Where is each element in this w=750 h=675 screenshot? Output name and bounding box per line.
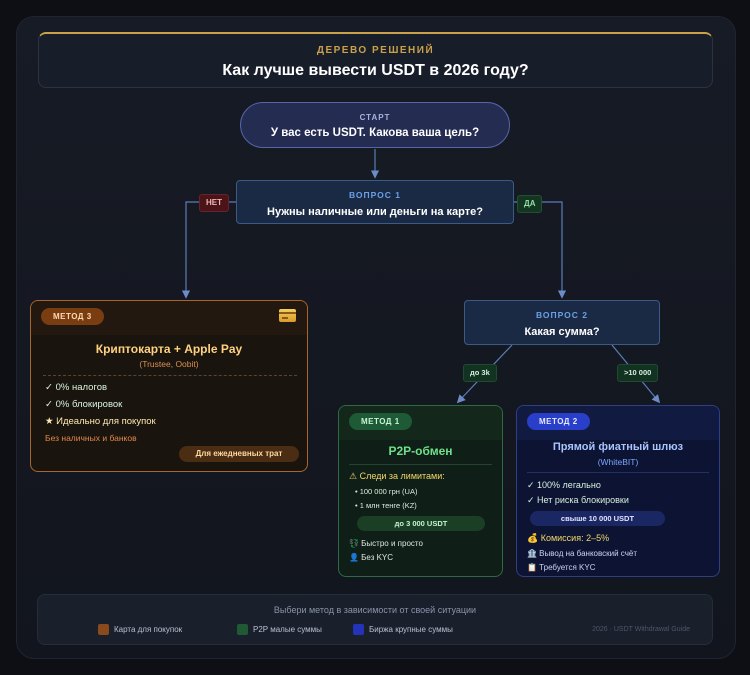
method-1-cap-badge: до 3 000 USDT (357, 516, 485, 531)
legend-swatch (353, 624, 364, 635)
start-node: СТАРТ У вас есть USDT. Какова ваша цель? (240, 102, 510, 148)
legend-label: Биржа крупные суммы (369, 625, 453, 634)
method-3-badge: МЕТОД 3 (41, 308, 104, 325)
question-1-kicker: ВОПРОС 1 (348, 190, 402, 200)
legend-hint: Выбери метод в зависимости от своей ситу… (273, 605, 477, 615)
header-box: ДЕРЕВО РЕШЕНИЙ Как лучше вывести USDT в … (38, 32, 713, 88)
header-kicker: ДЕРЕВО РЕШЕНИЙ (316, 45, 435, 56)
legend-item-card: Карта для покупок (98, 624, 182, 635)
question-1-node: ВОПРОС 1 Нужны наличные или деньги на ка… (236, 180, 514, 224)
page-title: Как лучше вывести USDT в 2026 году? (222, 62, 529, 79)
method-1-feature: 👤 Без KYC (349, 553, 394, 562)
method-3-warning: Без наличных и банков (45, 433, 137, 443)
method-1-limit: • 100 000 грн (UA) (355, 487, 418, 496)
start-text: У вас есть USDT. Какова ваша цель? (270, 127, 480, 139)
method-3-divider (43, 375, 297, 376)
method-1-limit: • 1 млн тенге (KZ) (355, 501, 417, 510)
method-1-header: МЕТОД 1 (339, 406, 502, 440)
method-2-badge: МЕТОД 2 (527, 413, 590, 430)
legend-swatch (237, 624, 248, 635)
big-amount-label: >10 000 (617, 364, 659, 382)
legend-item-p2p: P2P малые суммы (237, 624, 322, 635)
method-2-point: ✓ 100% легально (527, 480, 601, 490)
method-2-point: ✓ Нет риска блокировки (527, 495, 629, 505)
method-3-footer-badge: Для ежедневных трат (179, 446, 299, 462)
legend-credit: 2026 · USDT Withdrawal Guide (592, 626, 690, 633)
method-3-header: МЕТОД 3 (31, 301, 307, 335)
method-1-badge: МЕТОД 1 (349, 413, 412, 430)
method-3-title: Криптокарта + Apple Pay (95, 342, 243, 356)
legend-label: Карта для покупок (114, 625, 183, 634)
question-1-text: Нужны наличные или деньги на карте? (267, 206, 483, 218)
no-branch-label: НЕТ (199, 194, 229, 212)
method-2-feature: 📋 Требуется KYC (527, 563, 596, 572)
method-2-fee: 💰 Комиссия: 2–5% (527, 533, 610, 543)
method-1-feature: 💱 Быстро и просто (349, 539, 423, 548)
method-1-divider (349, 464, 492, 465)
legend: Выбери метод в зависимости от своей ситу… (37, 594, 713, 645)
method-1-card: МЕТОД 1 P2P-обмен ⚠ Следи за лимитами: •… (338, 405, 503, 577)
start-kicker: СТАРТ (359, 113, 391, 122)
method-2-card: МЕТОД 2 Прямой фиатный шлюз (WhiteBIT) ✓… (516, 405, 720, 577)
question-2-kicker: ВОПРОС 2 (535, 310, 589, 320)
method-2-subtitle: (WhiteBIT) (597, 457, 639, 467)
legend-label: P2P малые суммы (253, 625, 322, 634)
credit-card-icon (279, 309, 296, 322)
method-3-point: ✓ 0% блокировок (45, 399, 123, 410)
small-amount-label: до 3k (463, 364, 497, 382)
question-2-node: ВОПРОС 2 Какая сумма? (464, 300, 660, 345)
legend-swatch (98, 624, 109, 635)
yes-branch-label: ДА (517, 195, 543, 213)
method-2-cap-badge: свыше 10 000 USDT (530, 511, 665, 526)
method-1-title: P2P-обмен (388, 444, 453, 458)
method-3-subtitle: (Trustee, Oobit) (139, 359, 199, 369)
method-2-header: МЕТОД 2 (517, 406, 719, 440)
method-2-feature: 🏦 Вывод на банковский счёт (527, 549, 637, 558)
legend-item-exchange: Биржа крупные суммы (353, 624, 453, 635)
method-3-point: ✓ 0% налогов (45, 382, 108, 393)
method-1-warning: ⚠ Следи за лимитами: (349, 471, 445, 481)
method-3-point: ★ Идеально для покупок (45, 416, 156, 427)
method-2-title: Прямой фиатный шлюз (552, 441, 684, 453)
question-2-text: Какая сумма? (524, 326, 600, 338)
method-3-card: МЕТОД 3 Криптокарта + Apple Pay (Trustee… (30, 300, 308, 472)
method-2-divider (527, 472, 709, 473)
